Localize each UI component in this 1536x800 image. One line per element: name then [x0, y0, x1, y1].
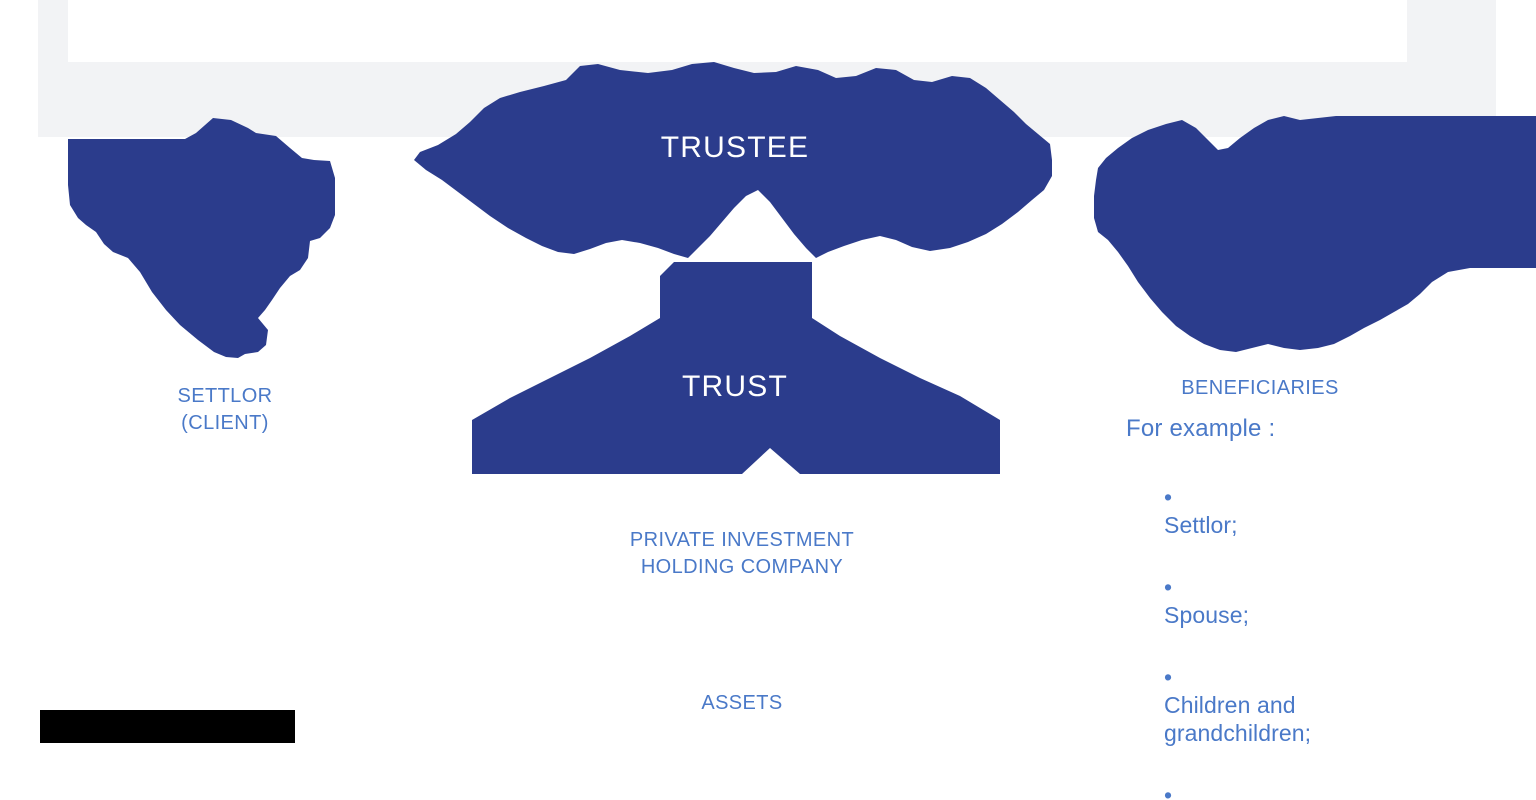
beneficiaries-list: • Settlor; • Spouse; • Children and gran… [1150, 455, 1450, 800]
list-item-label: Children and grandchildren; [1164, 692, 1312, 746]
beneficiaries-blob [1094, 116, 1536, 352]
bullet-icon: • [1164, 484, 1173, 510]
trustee-label: TRUSTEE [660, 131, 810, 164]
trustee-blob [414, 62, 1052, 258]
trust-label: TRUST [682, 370, 788, 403]
bullet-icon: • [1164, 782, 1173, 800]
list-item: • Settlor; [1150, 455, 1450, 539]
settlor-blob [68, 118, 335, 358]
list-item-label: Spouse; [1164, 602, 1250, 628]
bullet-icon: • [1164, 664, 1173, 690]
beneficiaries-intro: For example : [1126, 415, 1276, 442]
list-item: • Charity; and/or [1150, 753, 1450, 800]
background-white-inset [68, 0, 1407, 62]
list-item: • Children and grandchildren; [1150, 635, 1450, 747]
assets-caption: ASSETS [701, 692, 783, 714]
trust-trapezoid [472, 262, 1000, 474]
holding-company-caption: PRIVATE INVESTMENT HOLDING COMPANY [629, 529, 855, 578]
list-item: • Spouse; [1150, 545, 1450, 629]
bullet-icon: • [1164, 574, 1173, 600]
settlor-caption: SETTLOR (CLIENT) [177, 385, 273, 434]
beneficiaries-title: BENEFICIARIES [1181, 377, 1339, 399]
list-item-label: Settlor; [1164, 512, 1238, 538]
redaction-bar [40, 710, 295, 743]
